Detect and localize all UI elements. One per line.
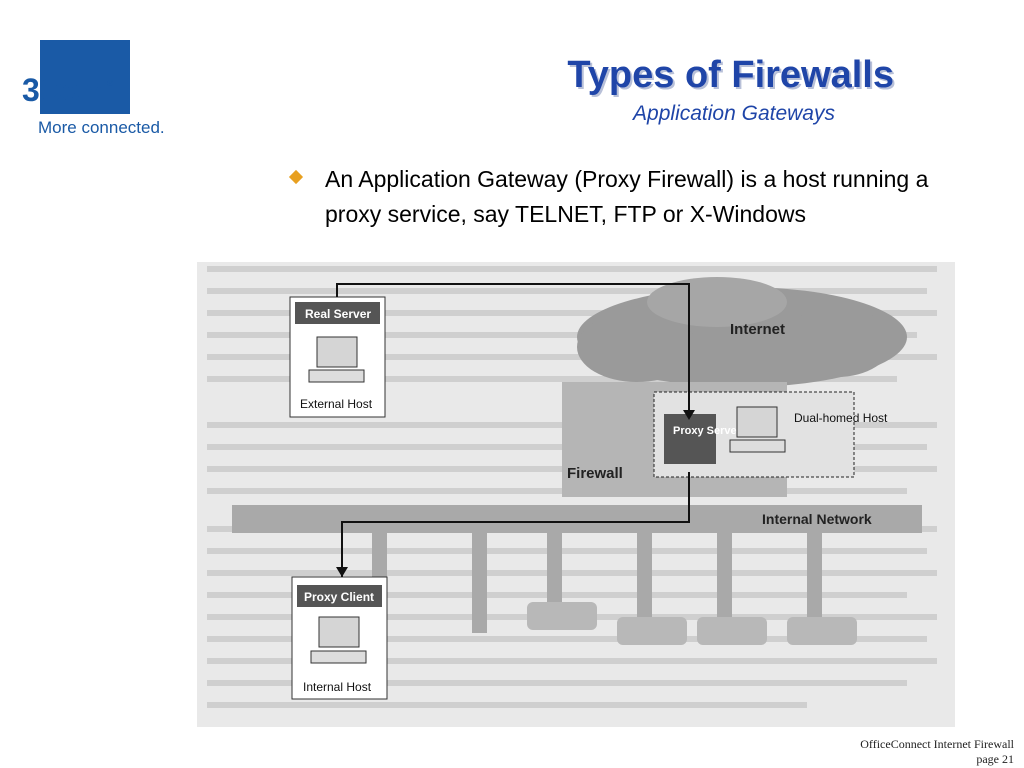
external-host-label: External Host bbox=[300, 397, 373, 411]
footer-title: OfficeConnect Internet Firewall bbox=[860, 737, 1014, 751]
bullet-text: An Application Gateway (Proxy Firewall) … bbox=[325, 166, 929, 227]
internet-label: Internet bbox=[730, 321, 785, 338]
brand-logo: 3Com bbox=[22, 72, 108, 109]
slide-subtitle: Application Gateways bbox=[633, 102, 835, 125]
network-host-silhouettes bbox=[527, 602, 857, 645]
brand-logo-text: 3Com bbox=[22, 72, 108, 108]
proxy-client-label: Proxy Client bbox=[304, 590, 374, 604]
real-server-label: Real Server bbox=[305, 307, 371, 321]
logo-block bbox=[40, 40, 130, 114]
bullet-diamond-icon bbox=[288, 169, 304, 185]
proxy-server-badge bbox=[664, 414, 716, 464]
internal-network-label: Internal Network bbox=[762, 511, 872, 527]
arrow-to-proxy-icon bbox=[683, 410, 695, 420]
proxy-client-host: Proxy Client Internal Host bbox=[291, 576, 388, 700]
registered-mark: ® bbox=[107, 78, 114, 88]
internet-cloud bbox=[577, 277, 907, 387]
dual-homed-label: Dual-homed Host bbox=[794, 411, 888, 425]
dual-homed-monitor bbox=[736, 406, 778, 438]
internal-network-bar bbox=[232, 505, 922, 533]
real-server-host: Real Server External Host bbox=[289, 296, 386, 418]
arrow-to-client-icon bbox=[336, 567, 348, 577]
dual-homed-base bbox=[729, 439, 786, 453]
slide-title: Types of Firewalls bbox=[567, 54, 894, 96]
proxy-server-label: Proxy Server bbox=[673, 425, 742, 437]
brand-tagline: More connected. bbox=[38, 118, 165, 137]
connection-arrows bbox=[336, 283, 690, 577]
footer: OfficeConnect Internet Firewall page 21 bbox=[860, 737, 1014, 767]
footer-page-number: page 21 bbox=[976, 752, 1014, 766]
internal-host-label: Internal Host bbox=[303, 680, 372, 694]
firewall-label: Firewall bbox=[567, 465, 623, 482]
firewall-diagram: Internet Firewall Internal Network Real … bbox=[197, 262, 955, 727]
